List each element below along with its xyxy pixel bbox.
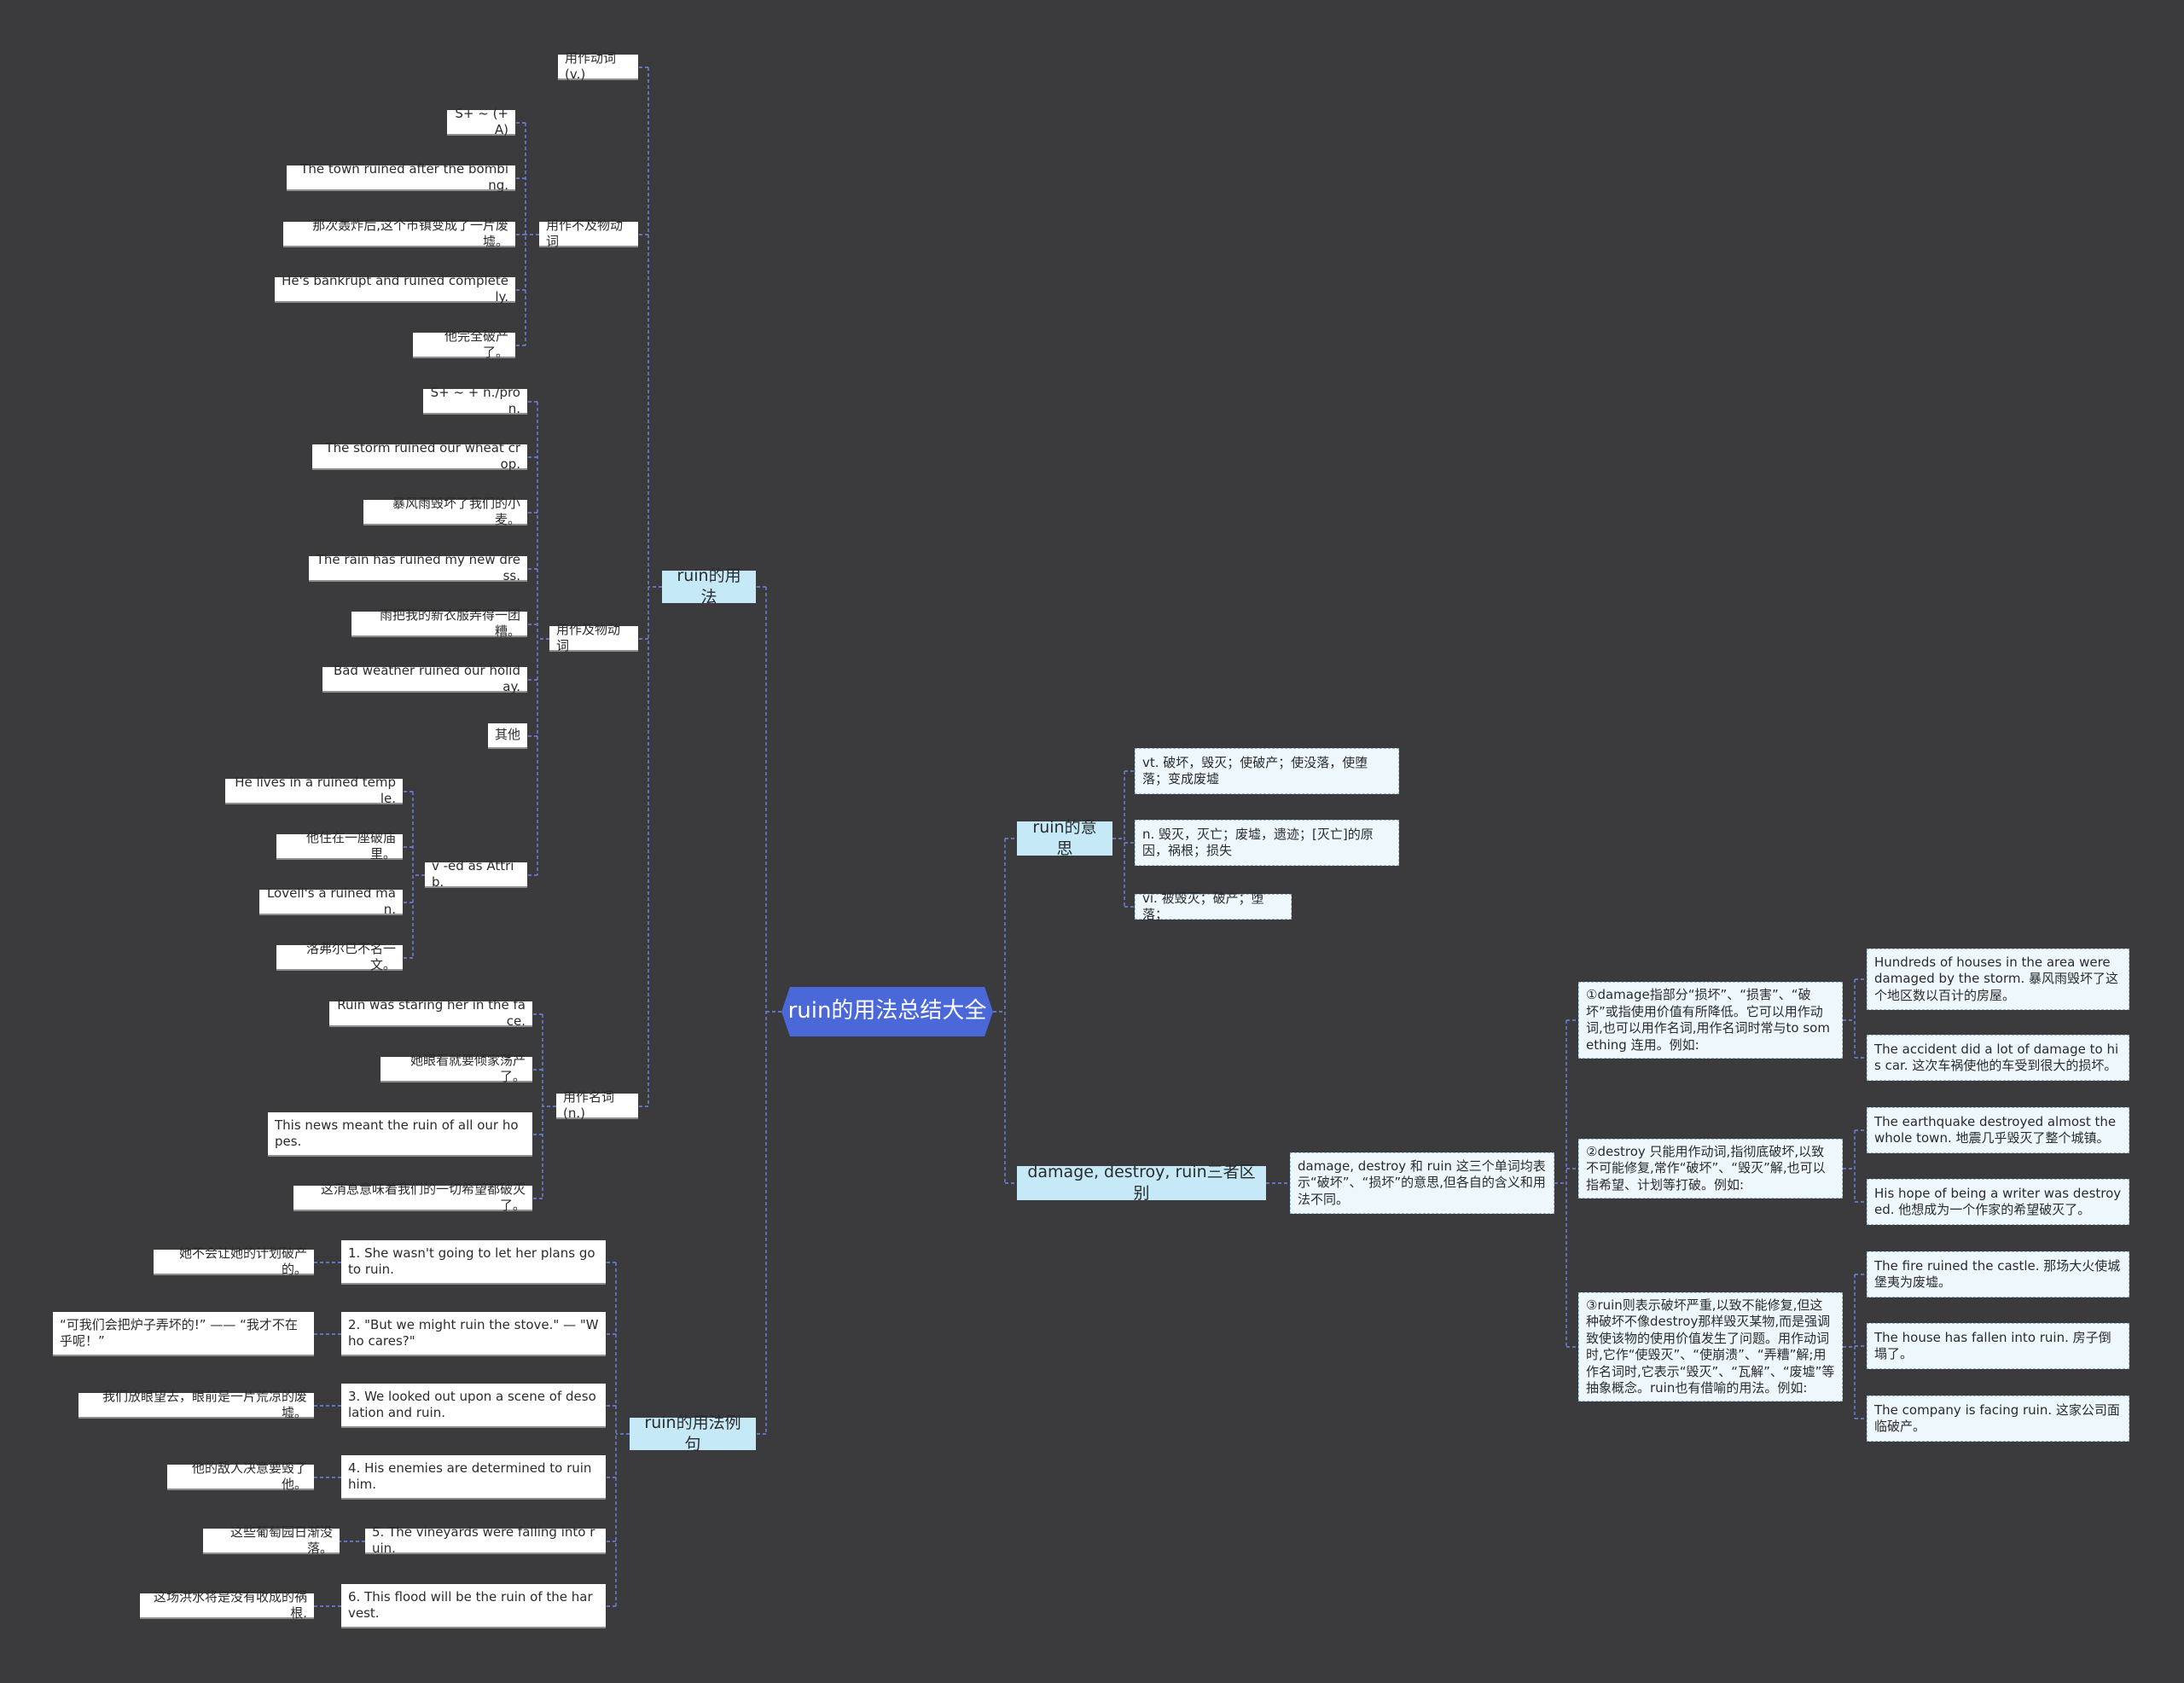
example-zh: 她不会让她的计划破产的。 xyxy=(154,1245,314,1277)
noun-label[interactable]: 用作名词(n.) xyxy=(556,1089,638,1121)
intransitive-label[interactable]: 用作不及物动词 xyxy=(539,218,638,249)
branch-diff[interactable]: damage, destroy, ruin三者区别 xyxy=(1017,1163,1266,1203)
intransitive-item: 那次轰炸后,这个市镇变成了一片废墟。 xyxy=(283,218,515,249)
transitive-item: 暴风雨毁坏了我们的小麦。 xyxy=(363,496,527,527)
diff-point: ②destroy 只能用作动词,指彻底破坏,以致不可能修复,常作“破坏”、“毁灭… xyxy=(1578,1139,1843,1198)
verb-label[interactable]: 用作动词(v.) xyxy=(558,50,638,82)
branch-examples[interactable]: ruin的用法例句 xyxy=(630,1413,756,1454)
transitive-label[interactable]: 用作及物动词 xyxy=(549,622,638,653)
transitive-item: 其他 xyxy=(488,723,527,749)
diff-example: The company is facing ruin. 这家公司面临破产。 xyxy=(1867,1396,2129,1442)
attrib-item: He lives in a ruined temple. xyxy=(225,775,403,806)
example-zh: 这些葡萄园日渐没落。 xyxy=(203,1524,340,1556)
intransitive-item: He's bankrupt and ruined completely. xyxy=(275,273,515,305)
attrib-label[interactable]: v -ed as Attrib. xyxy=(425,858,527,890)
intransitive-item: S+ ~ (+A) xyxy=(447,106,515,137)
transitive-item: S+ ~ + n./pron. xyxy=(423,385,527,416)
example-en: 5. The vineyards were falling into ruin. xyxy=(365,1524,606,1556)
noun-item: 这消息意味着我们的一切希望都破灭了。 xyxy=(293,1181,532,1213)
diff-example: Hundreds of houses in the area were dama… xyxy=(1867,949,2129,1010)
branch-meaning[interactable]: ruin的意思 xyxy=(1017,818,1112,858)
diff-example: The earthquake destroyed almost the whol… xyxy=(1867,1107,2129,1153)
example-en: 1. She wasn't going to let her plans go … xyxy=(341,1240,606,1285)
meaning-item: vi. 被毁灭；破产；堕落； xyxy=(1135,891,1292,922)
diff-summary: damage, destroy 和 ruin 这三个单词均表示“破坏”、“损坏”… xyxy=(1290,1152,1554,1214)
example-zh: 这场洪水将是没有收成的祸根. xyxy=(140,1589,314,1621)
example-en: 3. We looked out upon a scene of desolat… xyxy=(341,1384,606,1428)
attrib-item: 洛弗尔已不名一文。 xyxy=(276,941,403,972)
branch-usage[interactable]: ruin的用法 xyxy=(662,566,756,606)
meaning-item: n. 毁灭，灭亡；废墟，遗迹；[灭亡]的原因，祸根；损失 xyxy=(1135,820,1399,866)
diff-example: The house has fallen into ruin. 房子倒塌了。 xyxy=(1867,1323,2129,1369)
transitive-item: Bad weather ruined our holiday. xyxy=(322,663,527,694)
intransitive-item: 他完全破产了。 xyxy=(413,328,515,360)
attrib-item: Lovell's a ruined man. xyxy=(259,885,403,917)
meaning-item: vt. 破坏，毁灭；使破产；使没落，使堕落；变成废墟 xyxy=(1135,748,1399,794)
example-en: 6. This flood will be the ruin of the ha… xyxy=(341,1584,606,1628)
example-zh: “可我们会把炉子弄坏的!” —— “我才不在乎呢！” xyxy=(53,1312,314,1356)
transitive-item: 雨把我的新衣服弄得一团糟。 xyxy=(351,607,527,639)
diff-point: ③ruin则表示破坏严重,以致不能修复,但这种破坏不像destroy那样毁灭某物… xyxy=(1578,1292,1843,1402)
diff-example: His hope of being a writer was destroyed… xyxy=(1867,1179,2129,1225)
noun-item: This news meant the ruin of all our hope… xyxy=(268,1112,532,1157)
noun-item: Ruin was staring her in the face. xyxy=(329,997,532,1029)
example-en: 4. His enemies are determined to ruin hi… xyxy=(341,1455,606,1500)
example-zh: 我们放眼望去，眼前是一片荒凉的废墟。 xyxy=(78,1389,314,1420)
transitive-item: The rain has ruined my new dress. xyxy=(309,552,527,583)
root-node[interactable]: ruin的用法总结大全 xyxy=(781,987,993,1036)
diff-example: The fire ruined the castle. 那场大火使城堡夷为废墟。 xyxy=(1867,1251,2129,1297)
diff-point: ①damage指部分“损坏”、“损害”、“破坏”或指使用价值有所降低。它可以用作… xyxy=(1578,982,1843,1059)
intransitive-item: The town ruined after the bombing. xyxy=(287,161,515,193)
transitive-item: The storm ruined our wheat crop. xyxy=(312,440,527,472)
example-zh: 他的敌人决意要毁了他。 xyxy=(167,1460,314,1492)
example-en: 2. "But we might ruin the stove." — "Who… xyxy=(341,1312,606,1356)
diff-example: The accident did a lot of damage to his … xyxy=(1867,1035,2129,1081)
attrib-item: 他住在一座破庙里。 xyxy=(276,830,403,862)
noun-item: 她眼看就要倾家荡产了。 xyxy=(380,1053,532,1084)
